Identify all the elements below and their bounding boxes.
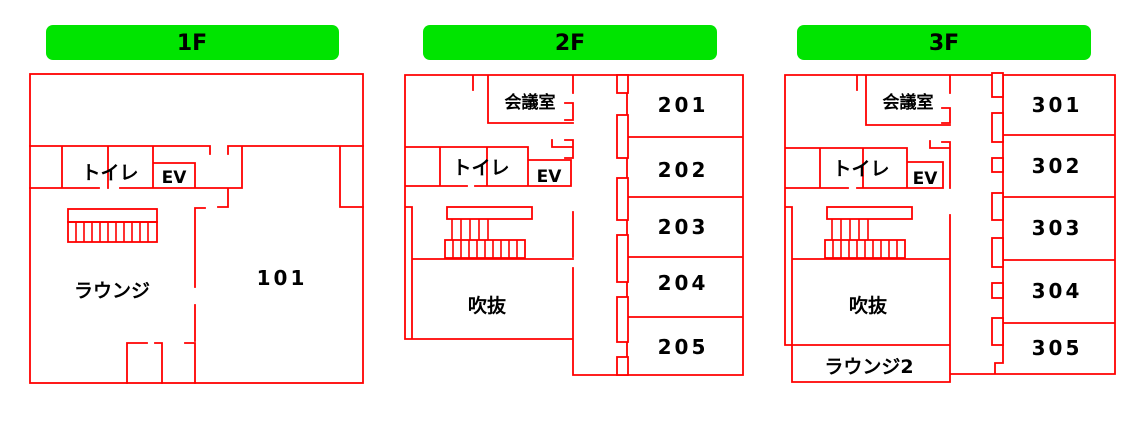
stairs-3f <box>824 206 913 259</box>
room-label-203: 203 <box>658 215 709 239</box>
label-atrium-2f: 吹抜 <box>468 294 507 317</box>
label-meeting-2f: 会議室 <box>505 92 556 113</box>
room-label-303: 303 <box>1032 216 1083 240</box>
room-label-301: 301 <box>1032 93 1083 117</box>
room-label-201: 201 <box>658 93 709 117</box>
label-elevator-2f: EV <box>537 167 563 187</box>
label-meeting-3f: 会議室 <box>883 92 934 113</box>
walls-3f <box>784 74 1116 383</box>
floor-bar-1f-label: 1F <box>177 31 207 56</box>
doors-3f <box>991 72 1004 346</box>
room-label-205: 205 <box>658 335 709 359</box>
room-label-204: 204 <box>658 271 709 295</box>
floor-bar-2f <box>423 25 717 60</box>
stairs-2f <box>444 206 533 259</box>
room-label-302: 302 <box>1032 154 1083 178</box>
outline-1f <box>29 73 364 384</box>
stairs-1f <box>67 208 158 243</box>
floor-bar-1f <box>46 25 339 60</box>
floor-bar-3f <box>797 25 1091 60</box>
label-elevator-1f: EV <box>162 168 188 188</box>
label-lounge2-3f: ラウンジ2 <box>824 356 913 378</box>
walls-2f <box>404 74 744 376</box>
room-label-101: 101 <box>257 266 308 290</box>
floor-bar-2f-label: 2F <box>555 31 585 56</box>
floor-2f: 2F 会議室 トイレ EV 吹抜 201 202 203 204 205 <box>404 25 744 376</box>
label-toilet-3f: トイレ <box>832 158 889 180</box>
label-toilet-2f: トイレ <box>452 157 509 179</box>
walls-1f <box>29 145 364 384</box>
label-toilet-1f: トイレ <box>81 162 138 184</box>
room-label-304: 304 <box>1032 279 1083 303</box>
label-lounge-1f: ラウンジ <box>74 280 150 302</box>
floor-3f: 3F 会議室 トイレ EV 吹抜 ラウンジ2 301 302 303 304 3… <box>784 25 1116 383</box>
doors-2f <box>616 74 629 376</box>
room-label-202: 202 <box>658 158 709 182</box>
floor-bar-3f-label: 3F <box>929 31 959 56</box>
label-elevator-3f: EV <box>913 169 939 189</box>
room-label-305: 305 <box>1032 336 1083 360</box>
label-atrium-3f: 吹抜 <box>849 294 888 317</box>
floor-1f: 1F トイレ EV ラウンジ 101 <box>29 25 364 384</box>
